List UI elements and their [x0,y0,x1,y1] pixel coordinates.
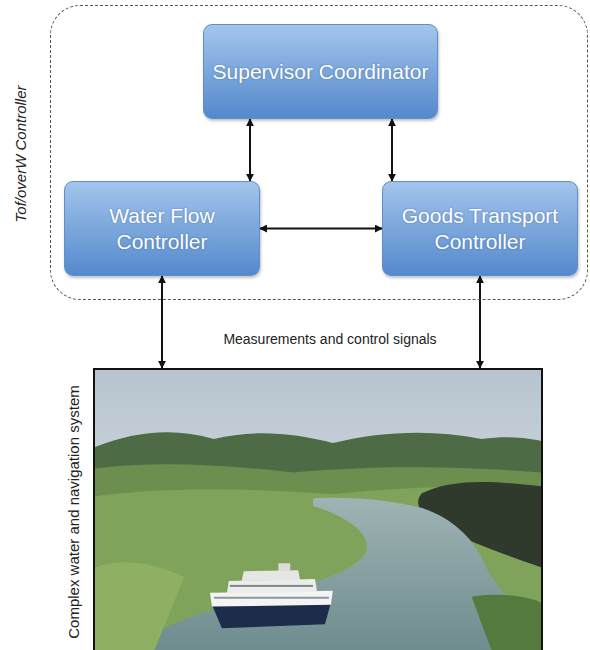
bidirectional-arrow [391,119,393,181]
bidirectional-arrow [479,276,481,368]
bidirectional-arrow [260,228,382,230]
box-text: Goods Transport Controller [383,199,577,257]
side-heading: Tof/overW Controller [10,9,32,299]
box-text: Water Flow Controller [65,199,259,257]
process-box: Supervisor Coordinator [203,24,438,119]
bidirectional-arrow [161,276,163,368]
signal-label: Measurements and control signals [170,331,490,347]
controller-group: Tof/overW ControllerSupervisor Coordinat… [50,5,588,300]
process-box: Goods Transport Controller [382,181,578,276]
canal-photo [95,370,541,650]
photo-panel: Complex water and navigation system [93,368,543,650]
box-text: Supervisor Coordinator [205,55,437,88]
side-heading: Complex water and navigation system [63,371,85,650]
bidirectional-arrow [249,119,251,181]
process-box: Water Flow Controller [64,181,260,276]
